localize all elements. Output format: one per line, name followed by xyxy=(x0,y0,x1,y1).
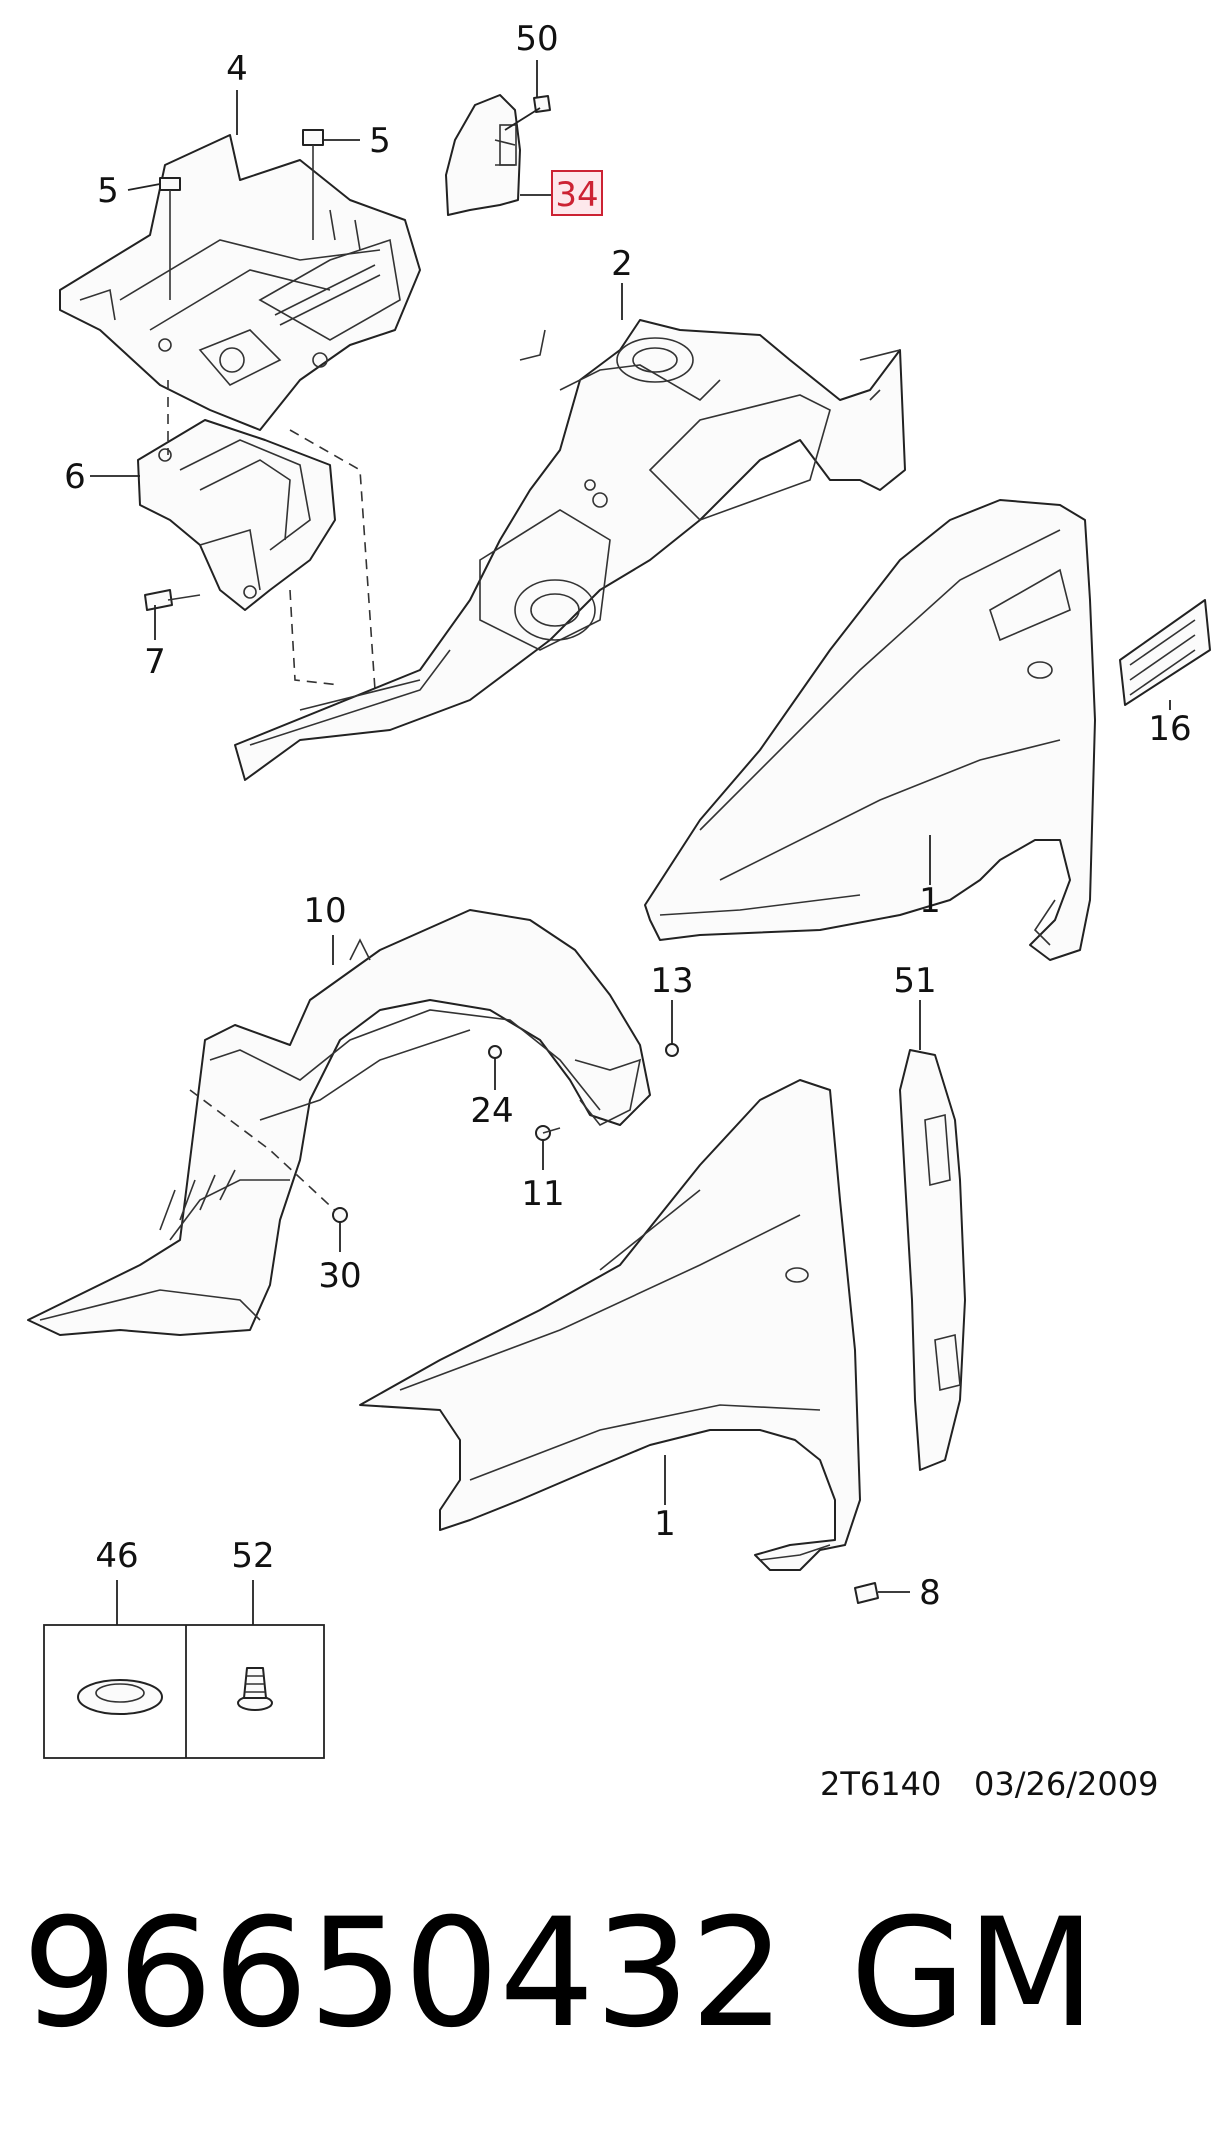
wheelhouse-liner-10 xyxy=(27,909,651,1336)
callout-5-right: 5 xyxy=(369,121,391,161)
callout-6: 6 xyxy=(64,457,86,497)
callout-7: 7 xyxy=(144,642,166,682)
bolt-5-right xyxy=(302,129,324,240)
small-bracket-34 xyxy=(445,94,521,216)
callout-1-lower: 1 xyxy=(654,1504,676,1544)
clip-24 xyxy=(488,1045,502,1059)
callout-5-left: 5 xyxy=(97,171,119,211)
callout-52: 52 xyxy=(231,1536,274,1576)
callout-16: 16 xyxy=(1148,709,1191,749)
clip-13 xyxy=(665,1043,679,1057)
callout-50: 50 xyxy=(515,19,558,59)
push-clip-52 xyxy=(237,1667,273,1711)
bolt-50 xyxy=(533,95,551,113)
callout-8: 8 xyxy=(919,1573,941,1613)
callout-30: 30 xyxy=(318,1256,361,1296)
small-parts-inset: 46 52 xyxy=(43,1536,325,1759)
callout-51: 51 xyxy=(893,961,936,1001)
callout-11: 11 xyxy=(521,1174,564,1214)
bolt-7 xyxy=(144,589,201,611)
callout-2: 2 xyxy=(611,244,633,284)
fender-seal-51 xyxy=(899,1049,966,1471)
clip-30 xyxy=(332,1207,348,1223)
manufacturer-name: GM xyxy=(850,1887,1096,2061)
document-id: 2T6140 xyxy=(820,1765,941,1803)
assembly-line-2 xyxy=(289,429,376,691)
callout-24: 24 xyxy=(470,1091,513,1131)
front-rail-apron-2 xyxy=(234,319,906,781)
plug-46 xyxy=(77,1679,163,1715)
fender-1-lower xyxy=(359,1079,861,1571)
fender-1-upper xyxy=(644,499,1096,961)
part-number: 96650432 xyxy=(22,1887,785,2061)
assembly-line-3 xyxy=(289,589,341,686)
leader-lines xyxy=(90,60,1171,1593)
bolt-8 xyxy=(854,1582,879,1604)
screw-11 xyxy=(535,1125,561,1141)
callout-13: 13 xyxy=(650,961,693,1001)
callout-34-highlight xyxy=(551,170,603,216)
document-date: 03/26/2009 xyxy=(974,1765,1158,1803)
callout-34: 34 xyxy=(555,175,598,215)
callout-4: 4 xyxy=(226,49,248,89)
lower-bracket-6 xyxy=(137,419,336,611)
side-emblem-16 xyxy=(1119,599,1211,706)
callout-10: 10 xyxy=(303,891,346,931)
callout-1-upper: 1 xyxy=(919,881,941,921)
callout-46: 46 xyxy=(95,1536,138,1576)
upper-bracket-assembly xyxy=(59,134,421,431)
bolt-5-left xyxy=(159,177,181,300)
